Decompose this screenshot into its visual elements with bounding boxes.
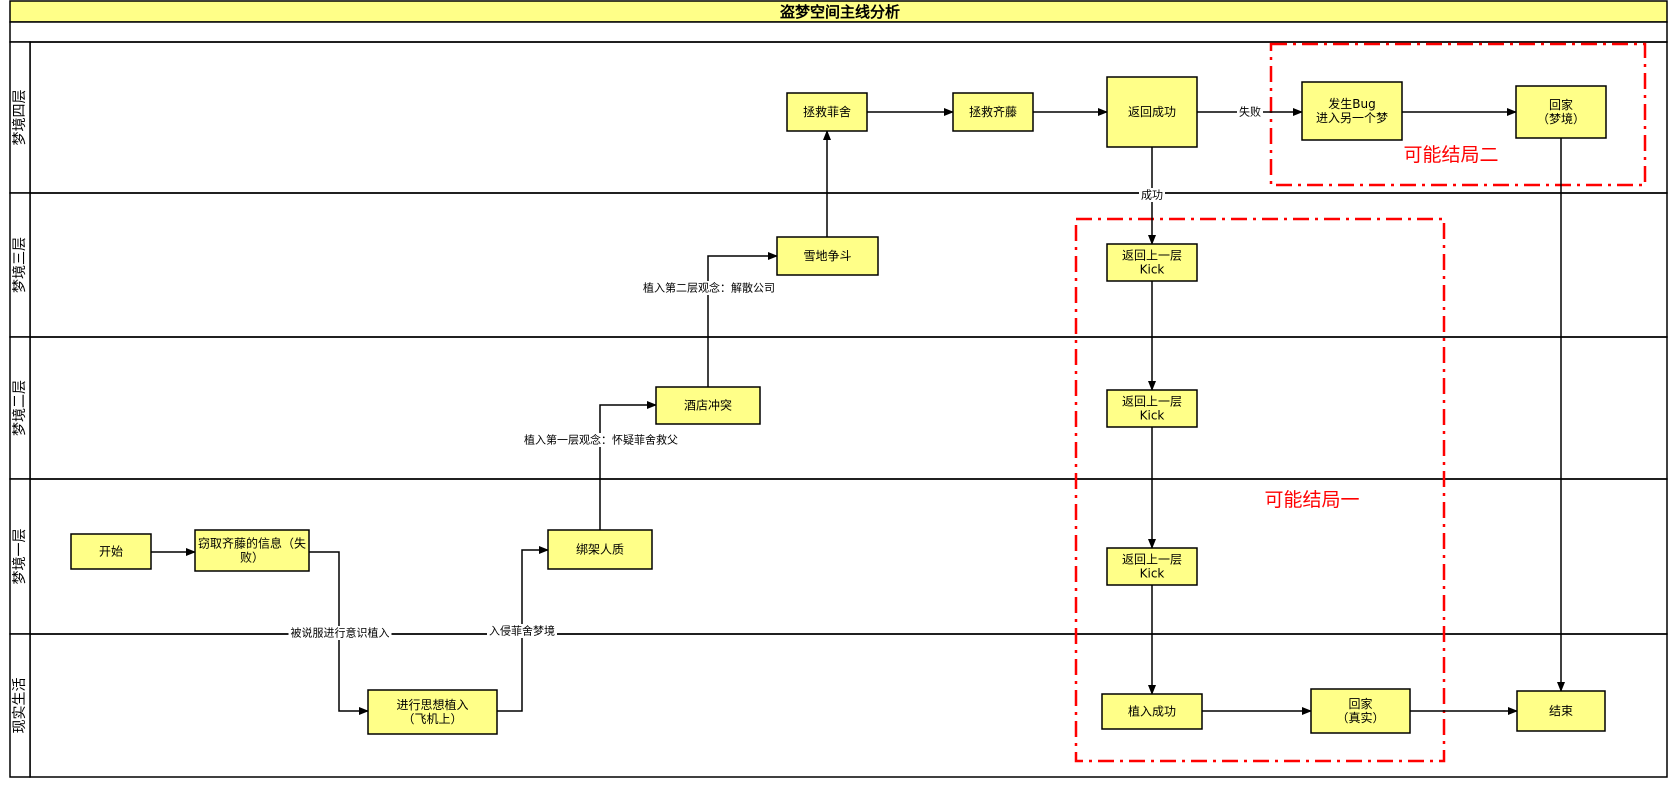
node-return-success[interactable]: 返回成功 bbox=[1106, 76, 1198, 148]
node-start[interactable]: 开始 bbox=[70, 533, 152, 570]
node-label: 进行思想植入 bbox=[396, 697, 468, 712]
node-box bbox=[952, 92, 1034, 132]
edge-label: 失败 bbox=[1239, 105, 1261, 119]
swimlane-body bbox=[29, 336, 1668, 480]
node-label: 雪地争斗 bbox=[803, 249, 851, 263]
node-home-real[interactable]: 回家（真实） bbox=[1310, 688, 1411, 734]
node-rescue-fischer[interactable]: 拯救菲舍 bbox=[786, 92, 868, 132]
swimlane-label: 梦境二层 bbox=[12, 380, 28, 436]
swimlane-label: 梦境四层 bbox=[12, 90, 28, 146]
node-box bbox=[1310, 688, 1411, 734]
node-box bbox=[776, 236, 879, 276]
node-box bbox=[367, 689, 498, 735]
node-label: 回家 bbox=[1348, 696, 1372, 711]
node-label: Kick bbox=[1140, 263, 1165, 277]
node-box bbox=[70, 533, 152, 570]
node-label: 植入成功 bbox=[1128, 704, 1176, 719]
edge-label: 植入第二层观念：解散公司 bbox=[643, 281, 775, 295]
node-box bbox=[194, 529, 310, 572]
node-label: 酒店冲突 bbox=[684, 398, 732, 413]
node-label: 开始 bbox=[99, 545, 123, 559]
node-label: 结束 bbox=[1549, 704, 1573, 718]
node-label: 窃取齐藤的信息（失 bbox=[198, 536, 306, 551]
edge-return-success-to-kick3: 成功 bbox=[1139, 147, 1165, 245]
node-box bbox=[1516, 690, 1606, 732]
edge-label: 成功 bbox=[1141, 189, 1163, 202]
edge-label-bg bbox=[1139, 188, 1165, 202]
edge-label: 入侵菲舍梦境 bbox=[489, 624, 555, 638]
diagram-title: 盗梦空间主线分析 bbox=[780, 3, 900, 21]
node-box bbox=[1106, 389, 1198, 428]
node-label: （真实） bbox=[1336, 710, 1384, 725]
edge-label-bg bbox=[522, 433, 680, 447]
edge-line bbox=[599, 401, 657, 530]
node-box bbox=[1515, 85, 1607, 139]
swimlane-l2: 梦境二层 bbox=[9, 336, 1668, 480]
node-rescue-saito[interactable]: 拯救齐藤 bbox=[952, 92, 1034, 132]
node-label: （飞机上） bbox=[402, 712, 462, 726]
node-label: 进入另一个梦 bbox=[1316, 111, 1388, 125]
node-label: 返回上一层 bbox=[1122, 553, 1182, 567]
swimlane-label: 现实生活 bbox=[12, 678, 28, 734]
node-home-dream[interactable]: 回家（梦境） bbox=[1515, 85, 1607, 139]
region-ending-two: 可能结局二 bbox=[1269, 42, 1647, 187]
edge-label-bg bbox=[641, 281, 777, 295]
edge-label-bg bbox=[487, 624, 557, 638]
node-label: 发生Bug bbox=[1328, 96, 1375, 111]
edge-label-bg bbox=[1237, 105, 1263, 119]
region-label: 可能结局二 bbox=[1403, 144, 1498, 166]
region-ending-one: 可能结局一 bbox=[1074, 217, 1446, 763]
region-label: 可能结局一 bbox=[1264, 489, 1359, 511]
node-box bbox=[1301, 81, 1403, 141]
node-box bbox=[1106, 76, 1198, 148]
node-kidnap[interactable]: 绑架人质 bbox=[547, 529, 653, 570]
node-label: 败） bbox=[240, 550, 264, 565]
header-row bbox=[9, 21, 1668, 43]
node-box bbox=[547, 529, 653, 570]
node-implant-plane[interactable]: 进行思想植入（飞机上） bbox=[367, 689, 498, 735]
swimlane-l0: 现实生活 bbox=[9, 633, 1668, 778]
node-box bbox=[786, 92, 868, 132]
node-label: 返回上一层 bbox=[1122, 249, 1182, 263]
region-border bbox=[1269, 42, 1647, 187]
edge-hotel-to-snow: 植入第二层观念：解散公司 bbox=[641, 252, 778, 387]
node-label: （梦境） bbox=[1537, 111, 1585, 126]
node-end[interactable]: 结束 bbox=[1516, 690, 1606, 732]
node-box bbox=[1106, 547, 1198, 586]
edge-line bbox=[707, 252, 778, 387]
edge-return-success-to-bug: 失败 bbox=[1197, 105, 1303, 119]
edge-label: 被说服进行意识植入 bbox=[291, 626, 390, 640]
region-border bbox=[1074, 217, 1446, 763]
node-label: 绑架人质 bbox=[576, 543, 624, 557]
edge-kidnap-to-hotel: 植入第一层观念：怀疑菲舍救父 bbox=[522, 401, 680, 530]
node-label: 返回上一层 bbox=[1122, 395, 1182, 409]
node-hotel[interactable]: 酒店冲突 bbox=[655, 386, 761, 425]
node-implant-success[interactable]: 植入成功 bbox=[1101, 693, 1203, 730]
edge-label: 植入第一层观念：怀疑菲舍救父 bbox=[524, 433, 678, 447]
node-box bbox=[655, 386, 761, 425]
node-label: 拯救齐藤 bbox=[969, 104, 1017, 119]
swimlane-l1: 梦境一层 bbox=[9, 478, 1668, 635]
node-label: Kick bbox=[1140, 567, 1165, 581]
node-snow[interactable]: 雪地争斗 bbox=[776, 236, 879, 276]
swimlane-header bbox=[9, 633, 31, 778]
edge-steal-to-implant-plane: 被说服进行意识植入 bbox=[288, 551, 392, 715]
node-label: Kick bbox=[1140, 409, 1165, 423]
swimlane-label: 梦境三层 bbox=[12, 237, 28, 293]
edge-label-bg bbox=[288, 626, 392, 640]
swimlane-body bbox=[29, 633, 1668, 778]
swimlane-label: 梦境一层 bbox=[12, 529, 28, 585]
node-label: 返回成功 bbox=[1128, 105, 1176, 119]
node-label: 拯救菲舍 bbox=[803, 104, 851, 119]
node-label: 回家 bbox=[1549, 97, 1573, 112]
edge-implant-plane-to-kidnap: 入侵菲舍梦境 bbox=[487, 546, 557, 712]
node-box bbox=[1106, 243, 1198, 282]
node-box bbox=[1101, 693, 1203, 730]
node-steal[interactable]: 窃取齐藤的信息（失败） bbox=[194, 529, 310, 572]
